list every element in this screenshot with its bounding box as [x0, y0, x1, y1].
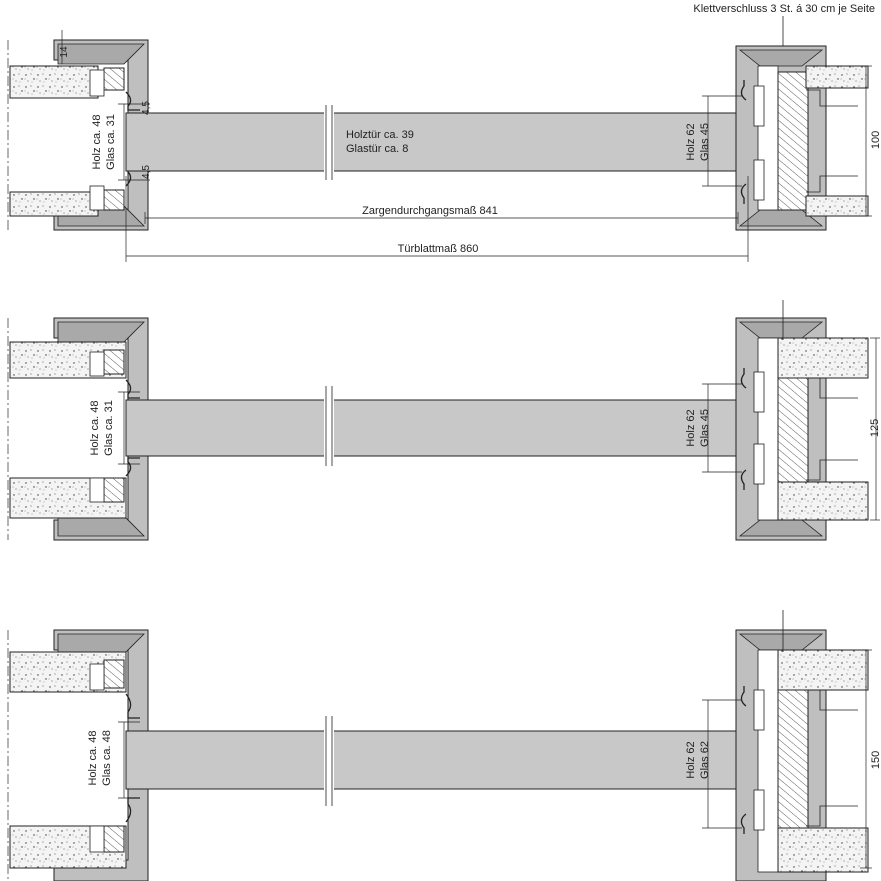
label-right-glas-1: Glas 45	[699, 123, 711, 161]
section-row-3: Holz ca. 48 Glas ca. 48 Holz 62 Glas 62 …	[7, 610, 881, 881]
section-row-2: Holz ca. 48 Glas ca. 31 Holz 62 Glas 45 …	[7, 300, 881, 541]
label-right-glas-2: Glas 45	[699, 409, 711, 447]
section-row-1: 14 4,5 4,5 Holz ca. 48 Glas ca. 31 Holzt…	[7, 30, 881, 262]
label-wall-100: 100	[870, 131, 881, 149]
label-left-glas-1: Glas ca. 31	[105, 114, 117, 170]
label-wall-125: 125	[869, 419, 881, 437]
label-tuerblatt: Türblattmaß 860	[398, 243, 479, 255]
label-right-holz-3: Holz 62	[685, 741, 697, 778]
label-small-top: 14	[59, 46, 70, 58]
label-wall-150: 150	[870, 751, 881, 769]
label-gap-top: 4,5	[141, 101, 152, 115]
label-left-holz-1: Holz ca. 48	[91, 114, 103, 169]
label-right-holz-1: Holz 62	[685, 123, 697, 160]
velcro-note: Klettverschluss 3 St. á 30 cm je Seite	[693, 3, 875, 15]
label-left-glas-3: Glas ca. 48	[101, 730, 113, 786]
label-left-holz-3: Holz ca. 48	[87, 730, 99, 785]
label-left-glas-2: Glas ca. 31	[103, 400, 115, 456]
label-gap-bottom: 4,5	[141, 165, 152, 179]
label-zargen: Zargendurchgangsmaß 841	[362, 205, 498, 217]
label-right-glas-3: Glas 62	[699, 741, 711, 779]
label-center-holz: Holztür ca. 39	[346, 129, 414, 141]
label-left-holz-2: Holz ca. 48	[89, 400, 101, 455]
label-center-glas: Glastür ca. 8	[346, 143, 408, 155]
label-right-holz-2: Holz 62	[685, 409, 697, 446]
